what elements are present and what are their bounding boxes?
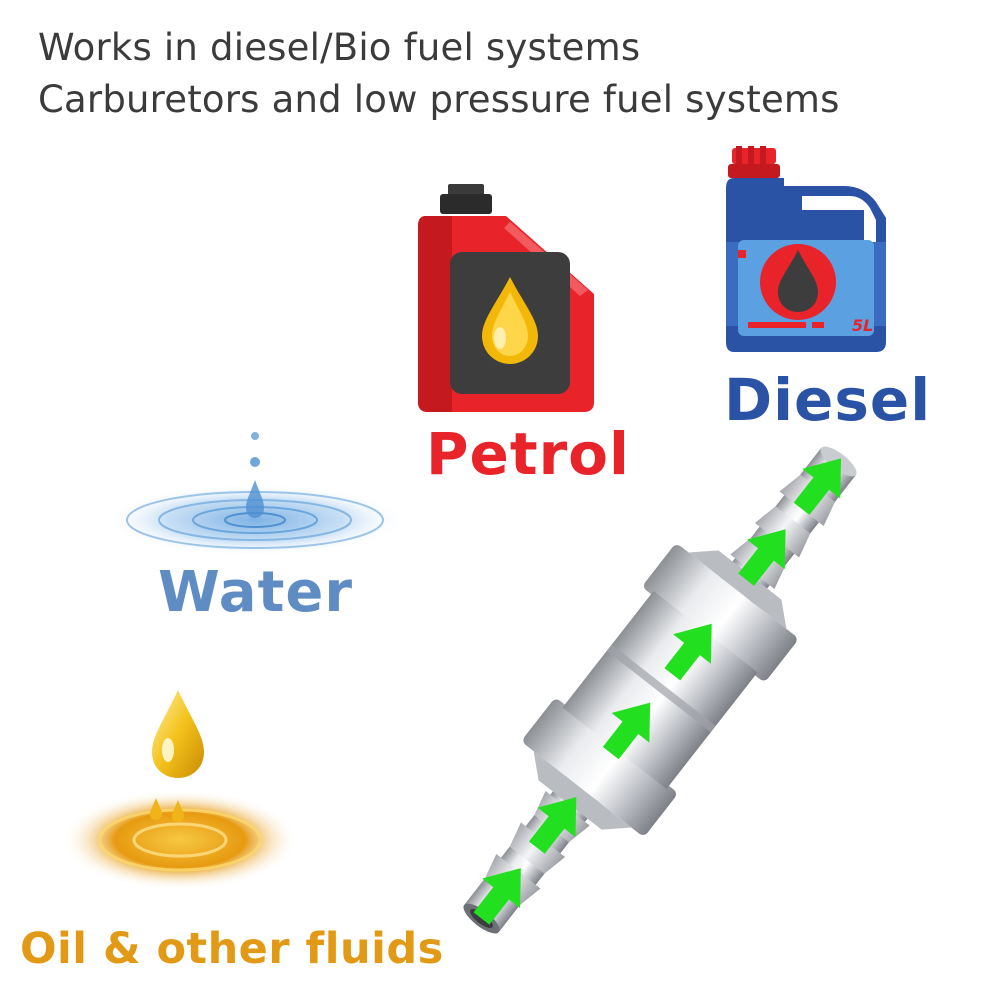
diesel-label: Diesel <box>724 366 932 434</box>
diesel-volume-text: 5L <box>852 316 873 335</box>
oil-label: Oil & other fluids <box>20 924 444 974</box>
water-label: Water <box>158 560 353 625</box>
header-line-2: Carburetors and low pressure fuel system… <box>38 78 840 121</box>
header-line-1: Works in diesel/Bio fuel systems <box>38 26 641 69</box>
diesel-canister-icon: 5L <box>726 146 886 352</box>
oil-drop-icon <box>62 690 298 890</box>
petrol-canister-icon <box>418 184 594 412</box>
flow-arrow-icon <box>473 458 842 925</box>
petrol-label: Petrol <box>426 420 630 488</box>
fuel-check-valve-icon <box>463 446 857 934</box>
header-text: Works in diesel/Bio fuel systems Carbure… <box>38 22 840 126</box>
water-splash-icon <box>105 432 405 556</box>
